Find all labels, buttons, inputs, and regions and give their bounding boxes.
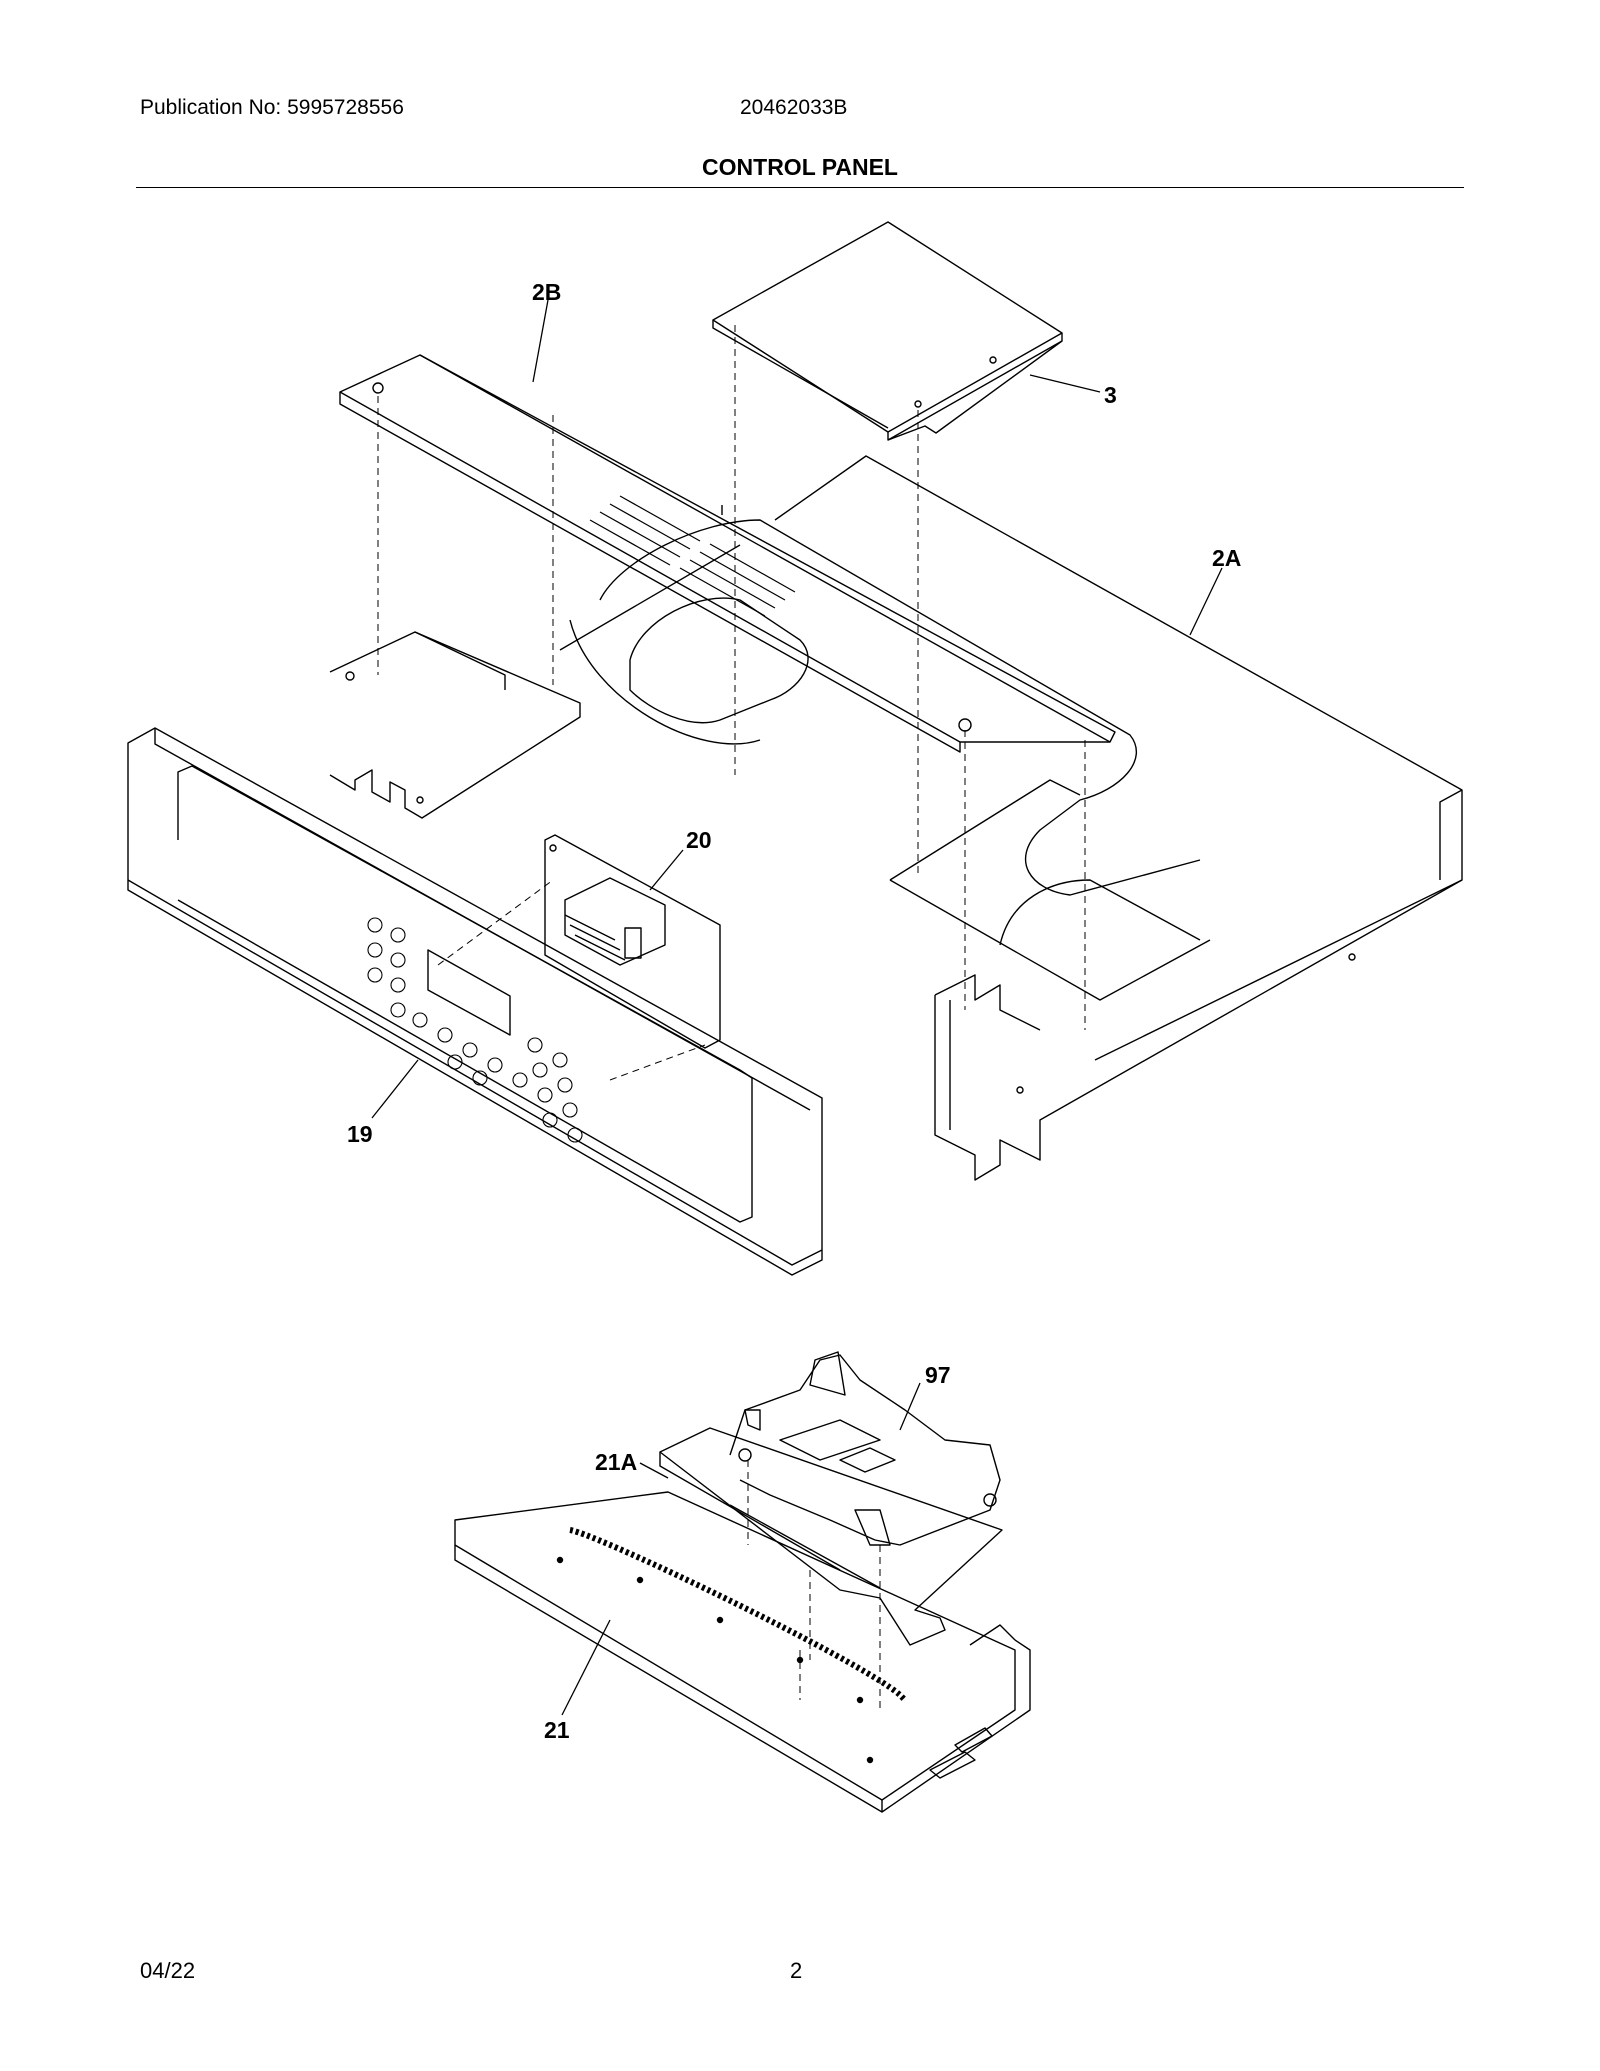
part-21-lower-tray <box>454 1491 1031 1813</box>
publication-number: Publication No: 5995728556 <box>140 96 404 119</box>
keypad-buttons <box>367 917 583 1143</box>
footer-date: 04/22 <box>140 1958 196 1983</box>
vent-slots <box>589 495 796 617</box>
part-3-cover-plate <box>712 221 1063 441</box>
part-21a-mounting-plate <box>659 1427 1003 1646</box>
part-19-front-panel <box>127 727 823 1276</box>
callout-21a: 21A <box>595 1449 637 1475</box>
callout-19: 19 <box>347 1121 373 1147</box>
left-side-bracket <box>329 631 581 819</box>
callout-2b: 2B <box>532 279 561 305</box>
page-number: 2 <box>790 1958 803 1983</box>
part-97-controller-module <box>729 1351 1001 1546</box>
part-2a-main-panel <box>559 455 1463 1181</box>
callout-21: 21 <box>544 1717 570 1743</box>
callout-3: 3 <box>1104 382 1117 408</box>
callout-2a: 2A <box>1212 545 1241 571</box>
page-title: CONTROL PANEL <box>702 154 898 180</box>
alignment-lines <box>377 325 1086 1710</box>
leader-lines <box>371 299 1223 1716</box>
document-id: 20462033B <box>740 96 848 119</box>
title-rule <box>136 187 1464 188</box>
callout-97: 97 <box>925 1362 951 1388</box>
part-2b-vent-strip <box>339 354 1116 753</box>
callout-20: 20 <box>686 827 712 853</box>
tray-holes <box>556 1556 874 1764</box>
part-20-circuit-board <box>544 834 721 1049</box>
